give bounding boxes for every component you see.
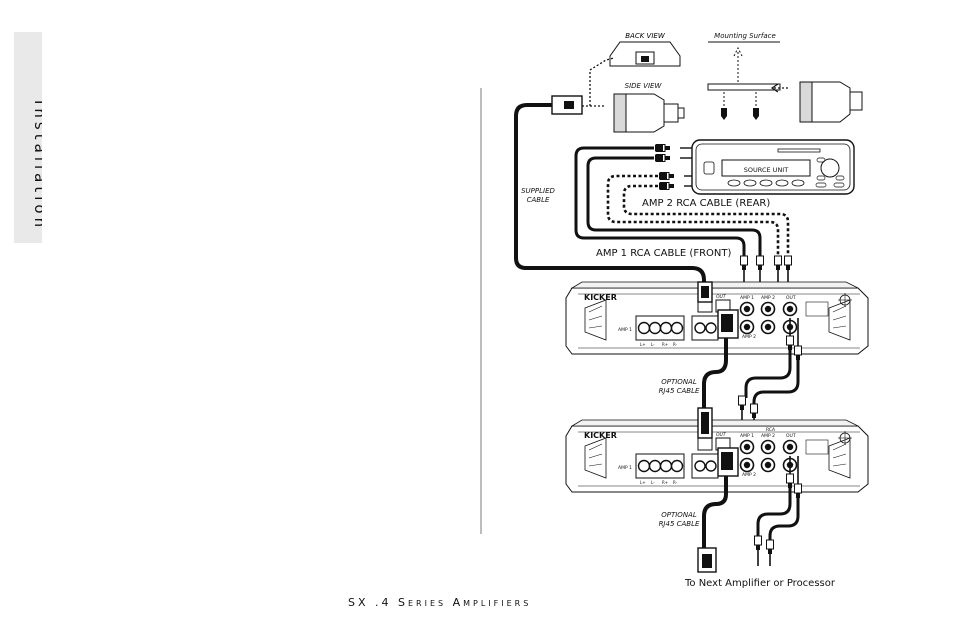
mounting-surface-label: Mounting Surface [714, 32, 776, 40]
amp2-out-label: OUT [786, 433, 796, 439]
side-view-label: SIDE VIEW [625, 82, 663, 90]
amp1-amp1-label: AMP 1 [740, 295, 754, 301]
optional-rj45-cable-1 [702, 338, 728, 408]
amp1-brand: KICKER [584, 293, 617, 302]
plug-to-back-dotted [589, 57, 615, 106]
amp1-term-r-minus: R- [673, 342, 678, 347]
source-unit-label: SOURCE UNIT [744, 166, 788, 174]
source-rca-plugs [655, 144, 692, 190]
next-rca-cable-b [768, 498, 800, 540]
amp1-rca-cable-b [586, 156, 762, 256]
optional-rj45-label-2b: RJ45 CABLE [659, 520, 700, 528]
amp2-term-r-minus: R- [673, 480, 678, 485]
link-rca-cable-a [744, 350, 792, 398]
amp1-out-label: OUT [786, 295, 796, 301]
amp2-amp2-term-label: AMP 2 [742, 472, 756, 478]
page-footer: SX .4 Series Amplifiers [348, 596, 532, 609]
supplied-cable-label-1: SUPPLIED [521, 187, 555, 195]
remote-back-view [609, 41, 681, 67]
remote-side-view [613, 93, 685, 133]
to-next-label: To Next Amplifier or Processor [684, 578, 836, 589]
amp2-rca-cable-b [622, 184, 790, 256]
next-rca-cable-a [756, 488, 792, 536]
optional-rj45-cable-2 [702, 476, 728, 548]
section-tab: Installation [14, 32, 42, 243]
supplied-cable [514, 103, 706, 292]
amp2-rca-cable-a [606, 174, 780, 256]
amp2-brand: KICKER [584, 431, 617, 440]
screw-left [721, 108, 727, 120]
amp2-amp1-term-label: AMP 1 [618, 465, 632, 471]
supplied-cable-label-2: CABLE [527, 196, 550, 204]
amp2-amp1-label: AMP 1 [740, 433, 754, 439]
optional-rj45-label-1a: OPTIONAL [661, 378, 697, 386]
mounting-arrow [733, 46, 743, 82]
remote-mounted-unit [799, 81, 863, 123]
amp2-term-l-minus: L- [651, 480, 655, 485]
optional-rj45-label-2a: OPTIONAL [661, 511, 697, 519]
mounting-bracket [707, 83, 781, 91]
amp2-term-l-plus: L+ [640, 480, 646, 485]
amp1-term-l-minus: L- [651, 342, 655, 347]
next-output-plugs [754, 535, 774, 566]
amp1-amp2-label: AMP 2 [761, 295, 775, 301]
column-divider [480, 88, 482, 534]
back-view-label: BACK VIEW [625, 32, 666, 40]
amp1-rca-cable-a [574, 146, 746, 256]
amp2-term-r-plus: R+ [662, 480, 668, 485]
amp2-output-plugs [786, 456, 802, 499]
amp1-output-plugs [786, 318, 802, 361]
section-tab-label-svg: Installation [31, 100, 42, 231]
section-tab-label: Installation [31, 100, 42, 231]
screw-right [753, 108, 759, 120]
amp2-rca-label: RCA [766, 427, 776, 433]
amp1-rca-label: AMP 1 RCA CABLE (FRONT) [596, 248, 731, 259]
amp2-rca-label: AMP 2 RCA CABLE (REAR) [642, 198, 770, 209]
amp1-term-r-plus: R+ [662, 342, 668, 347]
amp1-remote-label-2: OUT [716, 294, 727, 300]
link-rca-cable-b [752, 360, 800, 404]
amp1-amp1-term-label: AMP 1 [618, 327, 632, 333]
amp1-amp2-term-label: AMP 2 [742, 334, 756, 340]
amp1-term-l-plus: L+ [640, 342, 646, 347]
source-unit [691, 139, 855, 195]
optional-rj45-label-1b: RJ45 CABLE [659, 387, 700, 395]
amp2-remote-label-2: OUT [716, 432, 727, 438]
amp2-amp2-label: AMP 2 [761, 433, 775, 439]
